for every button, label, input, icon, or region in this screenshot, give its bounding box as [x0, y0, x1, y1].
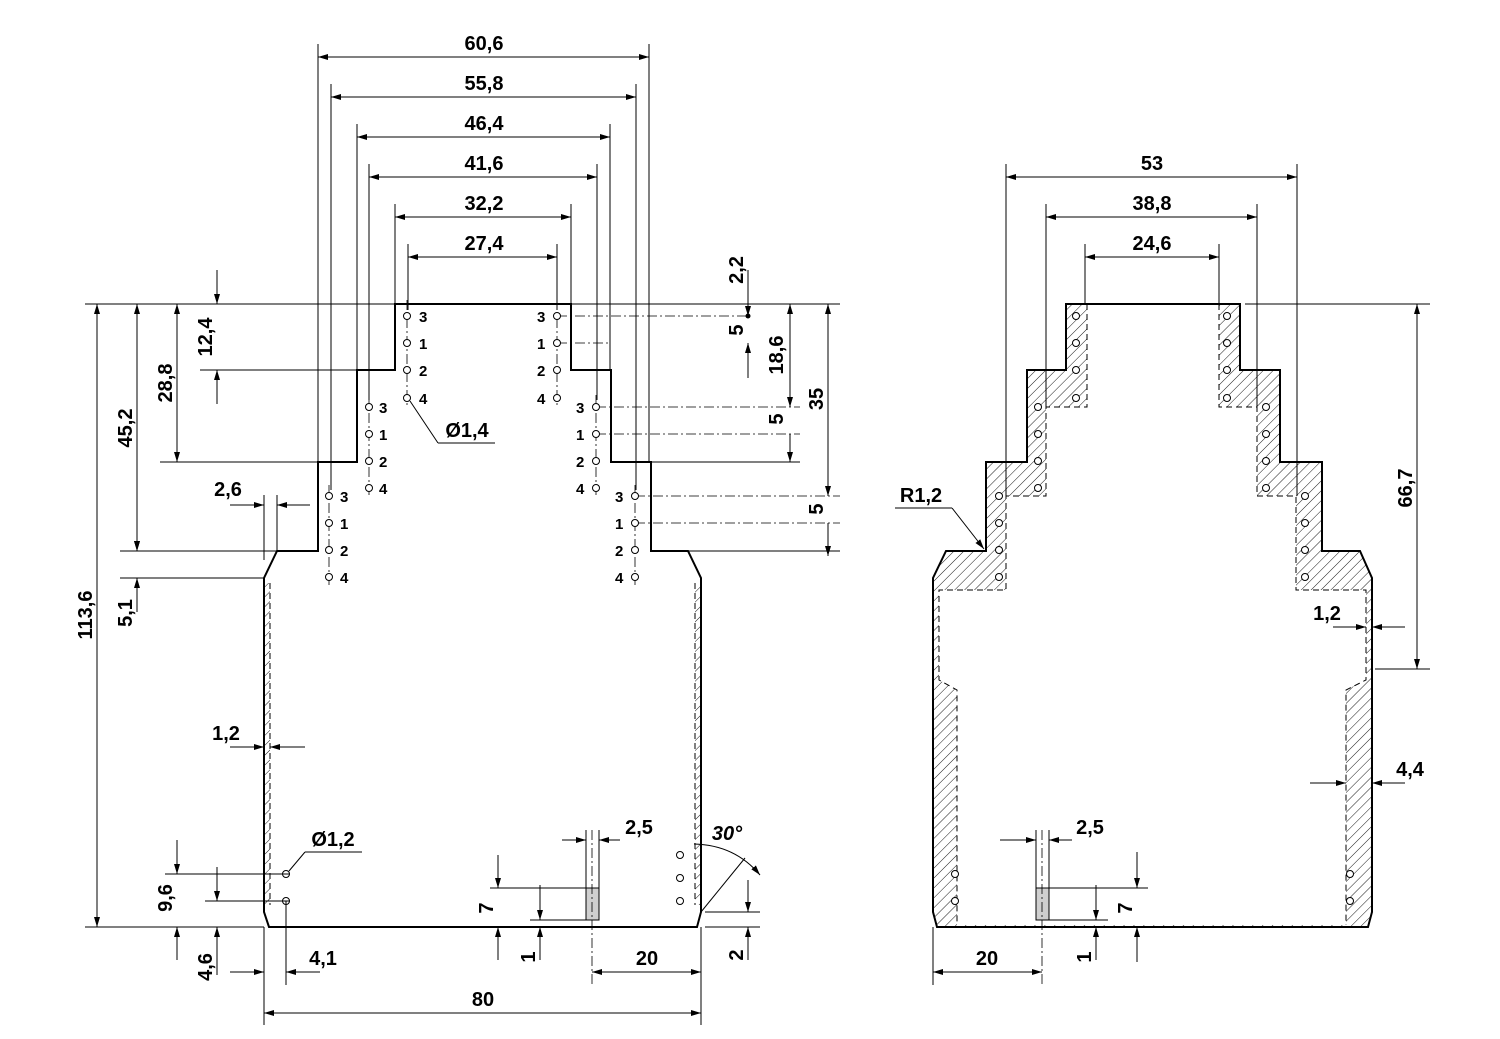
leader-line: [409, 400, 439, 444]
slot-width-label: 2,5: [625, 817, 653, 839]
side-inner-outline: [938, 304, 1367, 925]
dim-label: 7: [476, 902, 498, 913]
front-wall-hatch-left: [264, 583, 270, 905]
dim-label: 20: [636, 948, 658, 970]
dim-height-label: 5,1: [115, 599, 137, 627]
pin-label: 4: [537, 391, 546, 408]
dim-dot: [745, 313, 751, 319]
leader-line: [288, 851, 306, 872]
pin-label: 3: [537, 309, 545, 326]
dim-wall-label: 4,4: [1396, 759, 1425, 781]
dim-label: 20: [976, 948, 998, 970]
dim-width-label: 55,8: [465, 73, 504, 95]
pin-label: 1: [419, 336, 427, 353]
pin-label: 2: [340, 543, 348, 560]
pin-label: 4: [576, 481, 585, 498]
dim-overall-width: 80: [472, 989, 494, 1011]
hole-diameter-label: Ø1,2: [311, 829, 354, 851]
pin-label: 4: [340, 570, 349, 587]
pin-label: 3: [615, 489, 623, 506]
pin-holes: [282, 312, 684, 905]
dim-width-label: 32,2: [465, 193, 504, 215]
dim-width-label: 38,8: [1133, 193, 1172, 215]
pin-label: 3: [576, 400, 584, 417]
front-wall-hatch-right: [695, 583, 701, 905]
dim-label: 1: [518, 951, 540, 962]
dim-height-label: 45,2: [115, 409, 137, 448]
pin-label: 4: [615, 570, 624, 587]
side-wall-hatch: [933, 304, 1372, 927]
front-view: 3 1 2 4 3 1 2 4 3 1 2 4 3 1 2 4 3 1 2 4 …: [75, 33, 840, 1025]
dim-wall-label: 1,2: [1313, 603, 1341, 625]
front-slot: [585, 887, 600, 921]
dim-label: 4,6: [195, 953, 217, 981]
pin-label: 3: [419, 309, 427, 326]
dim-height-label: 28,8: [155, 364, 177, 403]
dim-width-label: 53: [1141, 153, 1163, 175]
pin-label: 1: [576, 427, 584, 444]
angle-label: 30°: [712, 823, 743, 845]
side-outline: [932, 303, 1373, 928]
dim-label: 9,6: [155, 884, 177, 912]
dim-label: 2,2: [726, 256, 748, 284]
dim-label: 35: [806, 388, 828, 410]
dim-wall-label: 1,2: [212, 723, 240, 745]
side-slot: [1035, 887, 1050, 921]
pin-label: 2: [419, 363, 427, 380]
dim-label: 18,6: [766, 336, 788, 375]
dim-width-label: 41,6: [465, 153, 504, 175]
leader-line: [951, 507, 985, 550]
dim-height-label: 113,6: [75, 591, 97, 640]
pin-label: 1: [615, 516, 623, 533]
pin-label: 4: [419, 391, 428, 408]
dim-label: 5: [806, 503, 828, 514]
pin-label: 2: [615, 543, 623, 560]
pin-label: 2: [576, 454, 584, 471]
dim-step-label: 2,6: [214, 479, 242, 501]
dim-width-label: 27,4: [465, 233, 505, 255]
pin-label: 4: [379, 481, 388, 498]
pin-label: 3: [340, 489, 348, 506]
dim-label: 4,1: [309, 948, 337, 970]
pin-label: 2: [537, 363, 545, 380]
dim-height-label: 66,7: [1395, 469, 1417, 508]
slot-width-label: 2,5: [1076, 817, 1104, 839]
dim-label: 5: [766, 413, 788, 424]
hole-diameter-label: Ø1,4: [445, 420, 489, 442]
angle-leg: [700, 857, 746, 913]
side-view: 53 38,8 24,6 R1,2 66,7 1,2 4,4 2,5 20: [895, 153, 1430, 985]
dim-width-label: 46,4: [465, 113, 505, 135]
front-outline: [263, 303, 702, 928]
side-holes: [951, 312, 1354, 905]
dim-label: 5: [726, 324, 748, 335]
dim-width-label: 60,6: [465, 33, 504, 55]
pin-label: 1: [340, 516, 348, 533]
dim-height-label: 12,4: [195, 317, 217, 357]
angle-arc: [693, 843, 761, 876]
dim-label: 2: [726, 949, 748, 960]
pin-label: 2: [379, 454, 387, 471]
dim-width-label: 24,6: [1133, 233, 1172, 255]
dim-label: 7: [1115, 902, 1137, 913]
pin-labels: 3 1 2 4 3 1 2 4 3 1 2 4 3 1 2 4 3 1 2 4 …: [340, 309, 624, 587]
pin-label: 3: [379, 400, 387, 417]
pin-label: 1: [379, 427, 387, 444]
dim-label: 1: [1074, 951, 1096, 962]
pin-label: 1: [537, 336, 545, 353]
radius-label: R1,2: [900, 485, 942, 507]
